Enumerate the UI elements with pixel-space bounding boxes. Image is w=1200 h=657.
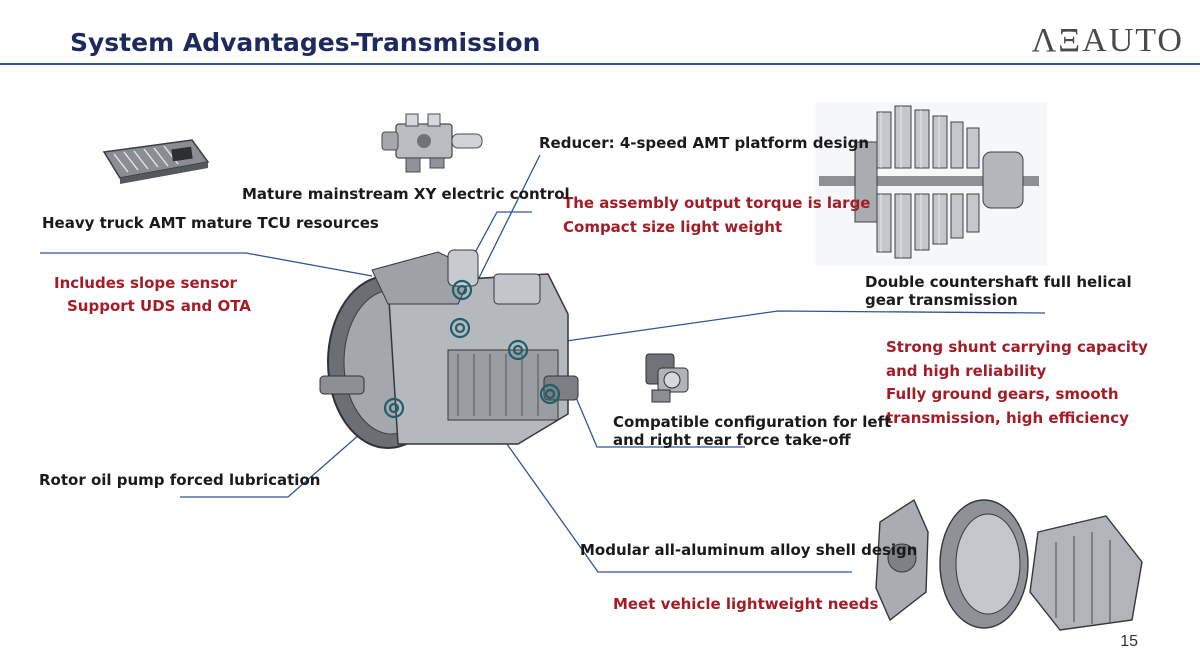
countershaft-point-efficiency: Fully ground gears, smooth transmission,… <box>886 385 1129 427</box>
reducer-title: Reducer: 4-speed AMT platform design <box>539 134 870 152</box>
shell-design-label: Modular all-aluminum alloy shell design <box>580 541 918 559</box>
electric-control-label: Mature mainstream XY electric control <box>242 185 570 203</box>
oil-pump-label: Rotor oil pump forced lubrication <box>39 471 321 489</box>
header-divider <box>0 63 1200 65</box>
brand-logo: ΛΞAUTO <box>1031 22 1184 59</box>
slope-sensor-label: Includes slope sensor <box>54 274 237 292</box>
lightweight-label: Meet vehicle lightweight needs <box>613 595 879 613</box>
electric-control-unit-image <box>381 113 483 173</box>
countershaft-point-reliability: Strong shunt carrying capacity and high … <box>886 338 1148 380</box>
pto-label: Compatible configuration for left and ri… <box>613 413 892 449</box>
countershaft-gearset-image <box>815 102 1047 266</box>
reducer-point-compact: Compact size light weight <box>563 218 783 236</box>
reducer-point-torque: The assembly output torque is large <box>563 194 871 212</box>
page-number: 15 <box>1120 633 1138 650</box>
tcu-module-image <box>102 139 210 184</box>
transmission-assembly-image <box>319 249 579 449</box>
countershaft-title: Double countershaft full helical gear tr… <box>865 273 1132 309</box>
aluminum-shell-modules-image <box>875 498 1143 631</box>
tcu-label: Heavy truck AMT mature TCU resources <box>42 214 379 232</box>
uds-ota-label: Support UDS and OTA <box>67 297 251 315</box>
power-take-off-image <box>645 353 689 403</box>
page-title: System Advantages-Transmission <box>70 28 541 57</box>
